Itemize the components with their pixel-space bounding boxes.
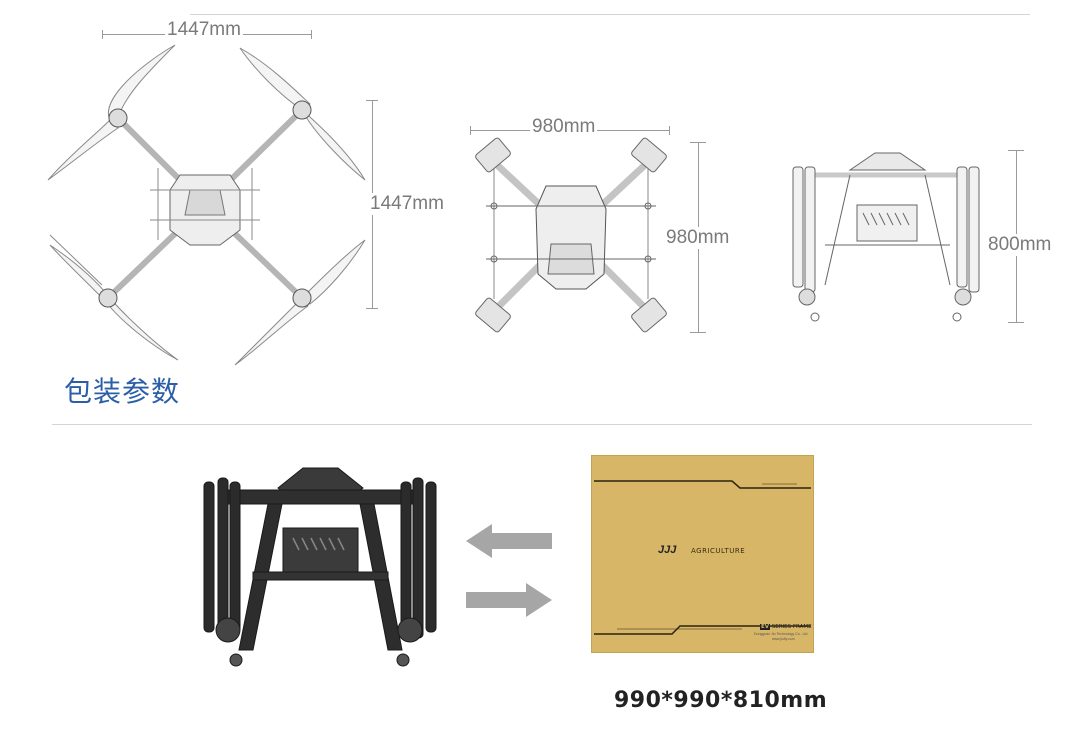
dimension-label-height: 1447mm [368,193,446,215]
dimension-tick [366,100,378,101]
dimension-tick [690,332,706,333]
folded-drone-drawing [475,137,667,333]
arrow-left-icon [466,524,552,558]
dimension-label-width: 980mm [530,116,598,138]
dimension-label-height: 800mm [986,234,1054,256]
dimension-tick [366,308,378,309]
packaging-dimensions: 990*990*810mm [614,688,828,713]
dimension-tick [669,126,670,135]
box-series-label: EV SERIES FRAME [760,624,812,630]
box-url: www.jiufly.com [772,637,795,641]
unfolded-drone-drawing [47,44,366,366]
dimension-tick [1008,322,1024,323]
dimension-label-width: 1447mm [165,19,243,41]
dimension-tick [311,30,312,39]
top-divider [190,14,1030,15]
section-title-packaging: 包装参数 [64,375,181,408]
box-logo: JJJ [658,544,677,556]
folded-side-drawing [792,152,980,322]
mid-divider [52,424,1032,425]
box-decor-lines [594,480,811,635]
dimension-tick [102,30,103,39]
dimension-tick [1008,150,1024,151]
packaging-box: JJJ AGRICULTURE EV SERIES FRAME Dongguan… [591,455,814,653]
dimension-tick [470,126,471,135]
dimension-label-height: 980mm [664,227,732,249]
arrow-right-icon [466,583,552,617]
box-brand: AGRICULTURE [691,547,746,555]
packed-drone-image [203,467,437,667]
dimension-tick [690,142,706,143]
box-company: Dongguan Jiu Technology Co., Ltd [754,632,808,636]
